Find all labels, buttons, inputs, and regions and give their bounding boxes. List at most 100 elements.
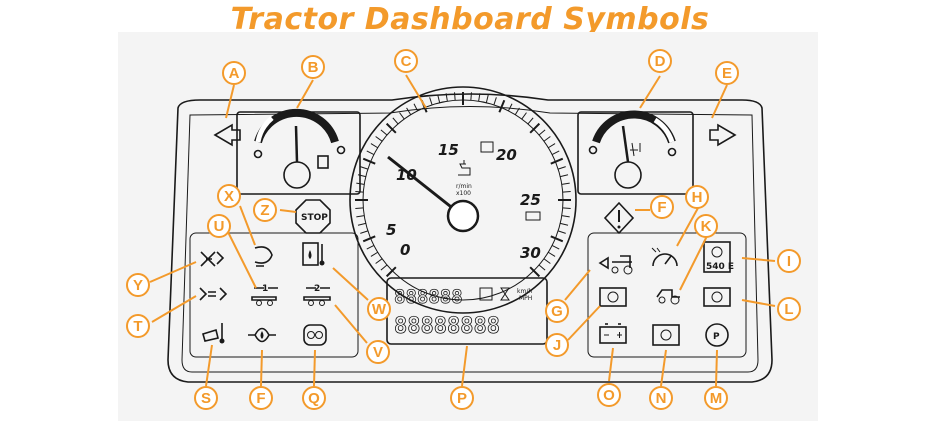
callout-line-v (334, 304, 368, 344)
callout-label-l: L (784, 301, 793, 318)
engine-malfunction-icon (525, 211, 541, 221)
parking-brake-glyph: P (713, 332, 720, 342)
tach-rpm-label: r/min (456, 183, 472, 190)
tach-tick (560, 174, 569, 178)
callout-circle-e (715, 61, 739, 85)
callout-label-n: N (656, 390, 667, 407)
tach-tick (360, 230, 369, 234)
tach-tick (406, 107, 412, 115)
callout-circle-n (649, 386, 673, 410)
tach-tick (356, 182, 365, 185)
callout-circle-k (694, 214, 718, 238)
tow-left-label: 1 (262, 284, 268, 294)
tach-rpm-multiplier: x100 (456, 190, 471, 197)
tach-ticks (355, 92, 571, 278)
tach-tick (527, 117, 534, 125)
tach-tick (557, 166, 566, 170)
lcd-top-row-digits: 888888 (394, 286, 463, 308)
callout-line-g (564, 269, 591, 301)
stop-label: STOP (301, 213, 328, 223)
tach-tick (562, 207, 571, 209)
callout-label-z: Z (260, 202, 269, 219)
tach-number-15: 15 (438, 141, 459, 159)
callout-line-x (239, 205, 256, 246)
tach-tick (360, 166, 369, 170)
callout-circle-y (126, 273, 150, 297)
lcd-unit-mph: MPH (519, 295, 532, 302)
tach-tick (429, 97, 433, 106)
tach-tick (385, 122, 397, 134)
tach-tick (557, 230, 566, 234)
tractor-icon (656, 289, 680, 305)
callout-label-g: G (551, 303, 563, 320)
callout-line-a (225, 84, 235, 119)
callout-label-y: Y (133, 277, 143, 294)
tach-tick (445, 93, 448, 102)
callout-line-q (313, 349, 316, 387)
callout-label-c: C (401, 53, 412, 70)
callout-line-d (639, 75, 661, 109)
callout-label-w: W (372, 301, 387, 318)
pto-540e-icon: 540 E (703, 241, 734, 273)
callout-label-u: U (214, 218, 225, 235)
tach-tick (478, 93, 481, 102)
tach-tick (470, 92, 472, 101)
callout-line-p (461, 345, 468, 387)
callout-circle-f (249, 386, 273, 410)
callout-circle-j (545, 333, 569, 357)
tach-tick (548, 251, 556, 257)
tach-tick (507, 103, 513, 112)
tach-tick (543, 258, 551, 264)
callout-label-o: O (603, 387, 615, 404)
tach-tick (366, 150, 375, 156)
callout-line-e (711, 84, 728, 119)
callout-circle-l (777, 297, 801, 321)
tach-tick (380, 129, 388, 136)
coolant-temp-gauge (577, 110, 694, 195)
tach-tick (375, 136, 383, 142)
callout-label-p: P (457, 390, 467, 407)
tach-tick (538, 264, 546, 271)
callout-line-j (567, 305, 601, 341)
callout-circle-w (367, 297, 391, 321)
callout-line-m (715, 349, 718, 387)
callout-line-w (332, 267, 369, 301)
callout-line-c (405, 74, 427, 109)
tach-number-30: 30 (520, 244, 541, 262)
tach-number-25: 25 (520, 191, 541, 209)
tach-tick (543, 136, 551, 142)
callout-circle-q (302, 386, 326, 410)
pto-label: 540 E (706, 262, 734, 272)
callout-line-n (660, 349, 667, 387)
dashboard-housing-inner (181, 106, 759, 373)
callout-circle-u (207, 214, 231, 238)
right-indicator-panel (587, 232, 747, 358)
tach-tick (370, 251, 378, 257)
callout-label-k: K (701, 218, 712, 235)
rear-pto-icon (703, 287, 731, 307)
tach-tick (413, 103, 419, 112)
callout-line-h (676, 207, 699, 247)
callout-circle-c (394, 49, 418, 73)
hitch-icon (652, 324, 680, 346)
tach-tick (357, 174, 366, 178)
callout-circle-b (301, 55, 325, 79)
tach-tick (362, 157, 376, 165)
tach-tick (485, 94, 489, 103)
tow-mode-2-icon: 2 (303, 284, 331, 306)
tow-right-label: 2 (314, 284, 320, 294)
fuel-filter-icon (248, 327, 276, 343)
lcd-bottom-row-digits: 88888888 (394, 314, 500, 339)
tach-tick (493, 97, 497, 106)
tach-tick (392, 117, 399, 125)
callout-label-h: H (692, 189, 703, 206)
fuel-gauge (236, 108, 361, 195)
callout-label-e: E (722, 65, 732, 82)
tach-number-0: 0 (400, 241, 410, 259)
callout-circle-s (194, 386, 218, 410)
callout-circle-t (126, 314, 150, 338)
tach-tick (529, 122, 541, 134)
tach-tick (561, 215, 570, 218)
callout-label-d: D (655, 53, 666, 70)
